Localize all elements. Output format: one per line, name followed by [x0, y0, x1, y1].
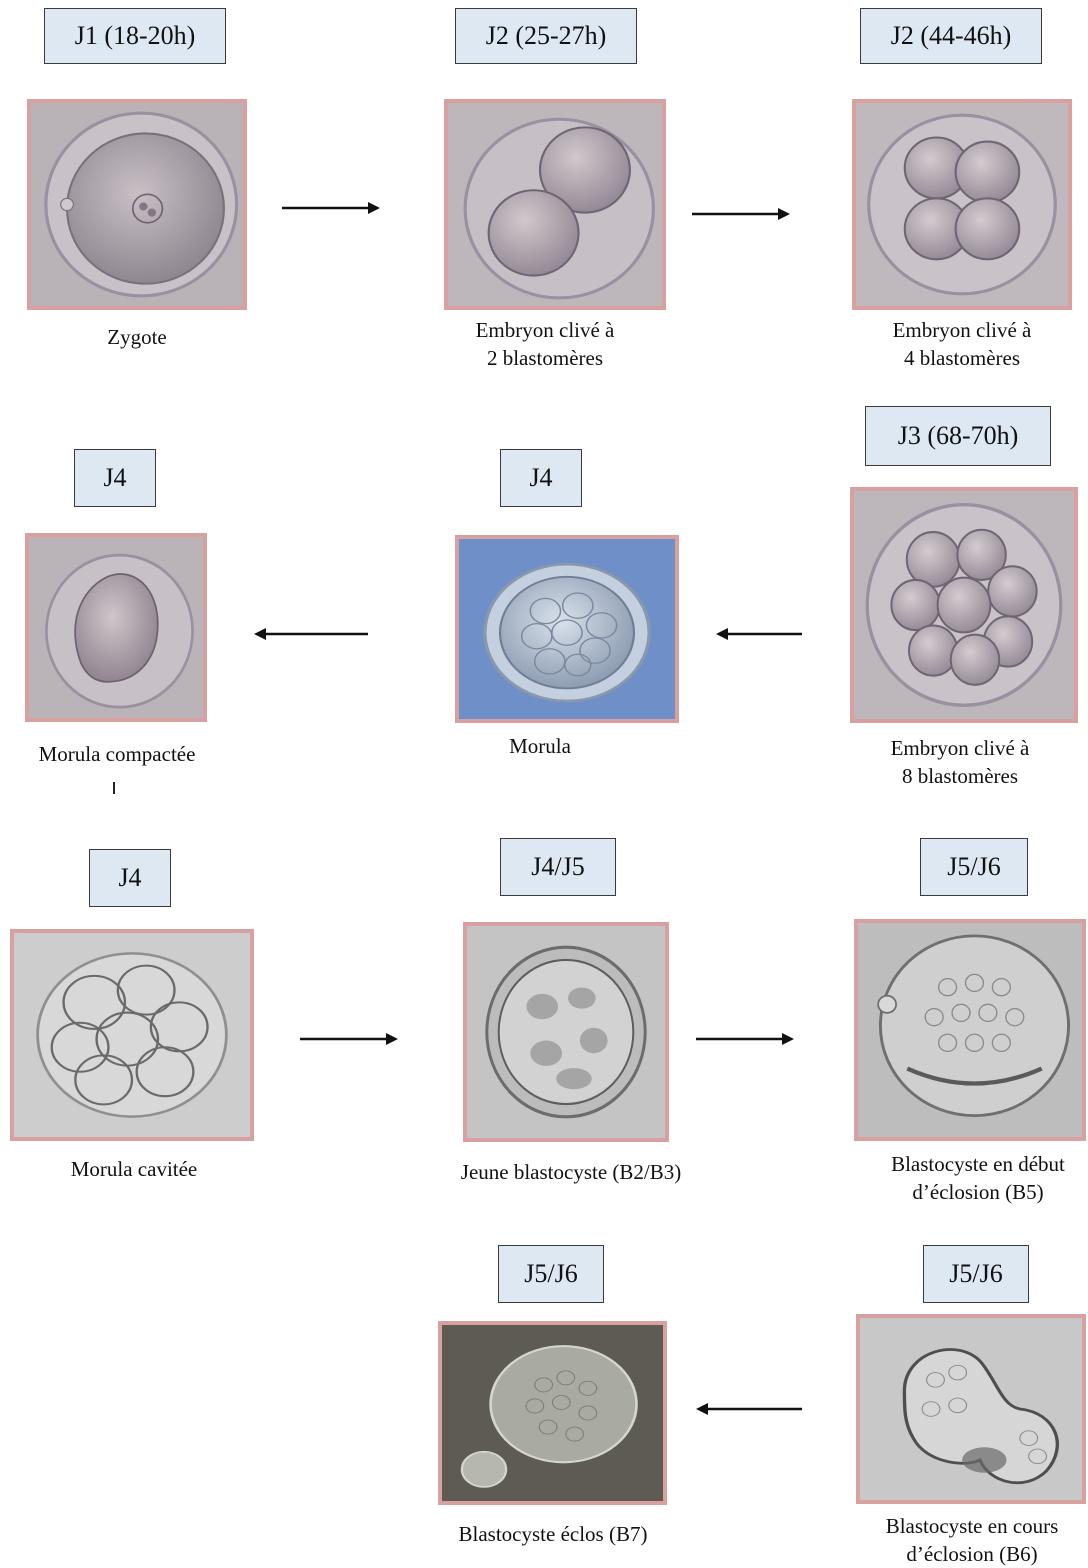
cavitated-morula-image	[10, 929, 254, 1141]
arrow-right-icon	[692, 204, 792, 224]
caption-line: Morula compactée	[7, 740, 227, 768]
caption-line: Morula	[430, 732, 650, 760]
day-label-compacted-morula: J4	[74, 449, 156, 507]
caption-line: 2 blastomères	[435, 344, 655, 372]
caption-line: d’éclosion (B5)	[858, 1178, 1088, 1206]
day-label-zygote: J1 (18-20h)	[44, 8, 226, 64]
compacted-morula-image	[25, 533, 207, 722]
tick-mark	[113, 782, 115, 794]
young-blastocyst-image	[463, 922, 669, 1142]
caption-line: Embryon clivé à	[435, 316, 655, 344]
caption-line: 4 blastomères	[852, 344, 1072, 372]
caption-young-blastocyst: Jeune blastocyste (B2/B3)	[416, 1158, 726, 1186]
cleaved-4-image	[852, 99, 1072, 310]
hatched-image	[438, 1321, 667, 1505]
caption-zygote: Zygote	[27, 323, 247, 351]
arrow-right-icon	[696, 1029, 796, 1049]
hatching-image	[856, 1314, 1086, 1504]
arrow-right-icon	[300, 1029, 400, 1049]
caption-cleaved-8: Embryon clivé à 8 blastomères	[850, 734, 1070, 790]
caption-line: Morula cavitée	[24, 1155, 244, 1183]
zygote-image	[27, 99, 247, 310]
day-label-cleaved-8: J3 (68-70h)	[865, 406, 1051, 466]
day-label-hatching-start: J5/J6	[920, 838, 1028, 896]
hatching-start-image	[854, 919, 1086, 1141]
caption-line: 8 blastomères	[850, 762, 1070, 790]
day-label-cavitated-morula: J4	[89, 849, 171, 907]
caption-line: Blastocyste éclos (B7)	[443, 1520, 663, 1548]
day-label-hatching: J5/J6	[923, 1245, 1029, 1303]
caption-line: Blastocyste en cours	[852, 1512, 1088, 1540]
caption-hatched: Blastocyste éclos (B7)	[443, 1520, 663, 1548]
morula-image	[455, 535, 679, 723]
arrow-left-icon	[714, 624, 802, 644]
caption-compacted-morula: Morula compactée	[7, 740, 227, 768]
cleaved-8-image	[850, 487, 1078, 723]
arrow-right-icon	[282, 198, 382, 218]
caption-line: Blastocyste en début	[858, 1150, 1088, 1178]
caption-hatching-start: Blastocyste en début d’éclosion (B5)	[858, 1150, 1088, 1206]
arrow-left-icon	[252, 624, 368, 644]
day-label-young-blastocyst: J4/J5	[500, 838, 616, 896]
day-label-cleaved-4: J2 (44-46h)	[860, 8, 1042, 64]
caption-line: Embryon clivé à	[852, 316, 1072, 344]
caption-line: d’éclosion (B6)	[852, 1540, 1088, 1568]
caption-cavitated-morula: Morula cavitée	[24, 1155, 244, 1183]
day-label-hatched: J5/J6	[498, 1245, 604, 1303]
caption-cleaved-4: Embryon clivé à 4 blastomères	[852, 316, 1072, 372]
caption-line: Embryon clivé à	[850, 734, 1070, 762]
caption-cleaved-2: Embryon clivé à 2 blastomères	[435, 316, 655, 372]
caption-line: Zygote	[27, 323, 247, 351]
day-label-cleaved-2: J2 (25-27h)	[455, 8, 637, 64]
cleaved-2-image	[444, 99, 666, 310]
caption-morula: Morula	[430, 732, 650, 760]
arrow-left-icon	[694, 1399, 802, 1419]
day-label-morula: J4	[500, 449, 582, 507]
caption-line: Jeune blastocyste (B2/B3)	[416, 1158, 726, 1186]
